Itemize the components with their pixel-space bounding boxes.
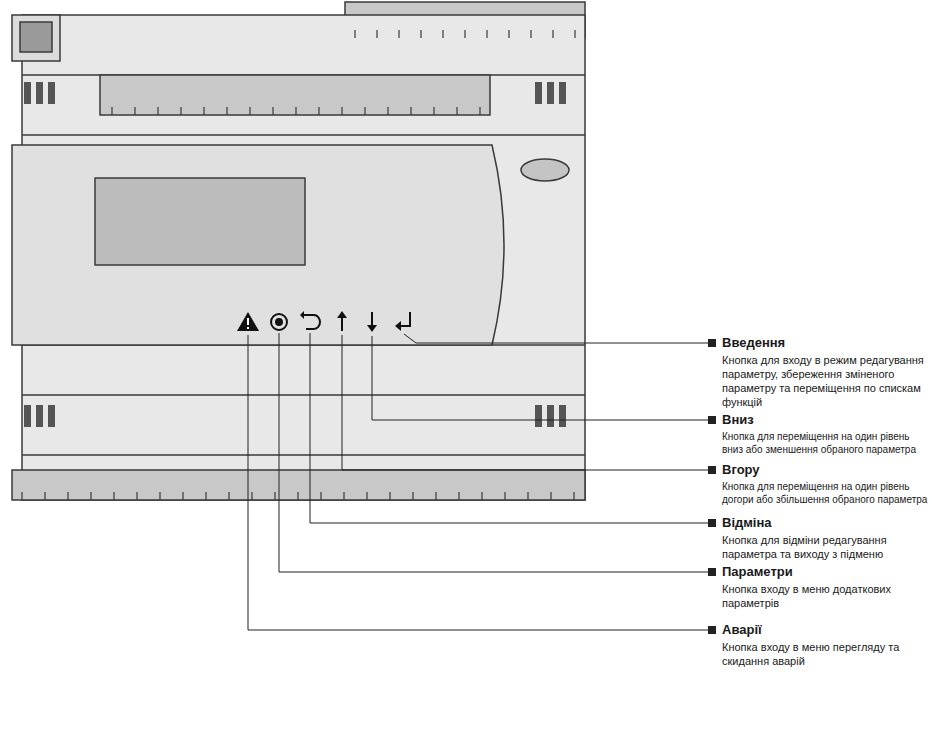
button-name: Відміна bbox=[722, 515, 772, 531]
button-description: Кнопка входу в меню перегляду та скиданн… bbox=[722, 640, 926, 668]
button-description: Кнопка для відміни редагування параметра… bbox=[722, 533, 926, 561]
up-button bbox=[341, 316, 343, 331]
display bbox=[95, 178, 305, 265]
button-description: Кнопка для входу в режим редагування пар… bbox=[722, 353, 926, 409]
leader-markers bbox=[708, 339, 716, 634]
button-description: Кнопка входу в меню додаткових параметрі… bbox=[722, 582, 926, 610]
button-name: Введення bbox=[722, 335, 785, 351]
front-panel bbox=[12, 145, 504, 345]
rj-jack bbox=[20, 22, 52, 52]
down-button bbox=[371, 312, 373, 327]
buttons bbox=[237, 311, 410, 332]
params-button bbox=[271, 314, 287, 330]
alarm-button bbox=[237, 312, 259, 331]
button-description: Кнопка для переміщення на один рівень до… bbox=[722, 480, 928, 506]
button-name: Параметри bbox=[722, 564, 793, 580]
button-name: Вгору bbox=[722, 462, 760, 478]
button-name: Вниз bbox=[722, 412, 754, 428]
button-name: Аварії bbox=[722, 622, 762, 638]
led-window bbox=[521, 159, 569, 181]
terminal-notches bbox=[22, 30, 575, 500]
rj-jack bbox=[12, 15, 60, 61]
cancel-button bbox=[304, 315, 320, 329]
enter-button bbox=[400, 312, 410, 326]
terminal-strip bbox=[100, 75, 490, 115]
button-description: Кнопка для переміщення на один рівень вн… bbox=[722, 430, 928, 456]
terminal-strip bbox=[12, 470, 585, 500]
leader-lines bbox=[248, 333, 710, 630]
vents bbox=[24, 82, 566, 427]
